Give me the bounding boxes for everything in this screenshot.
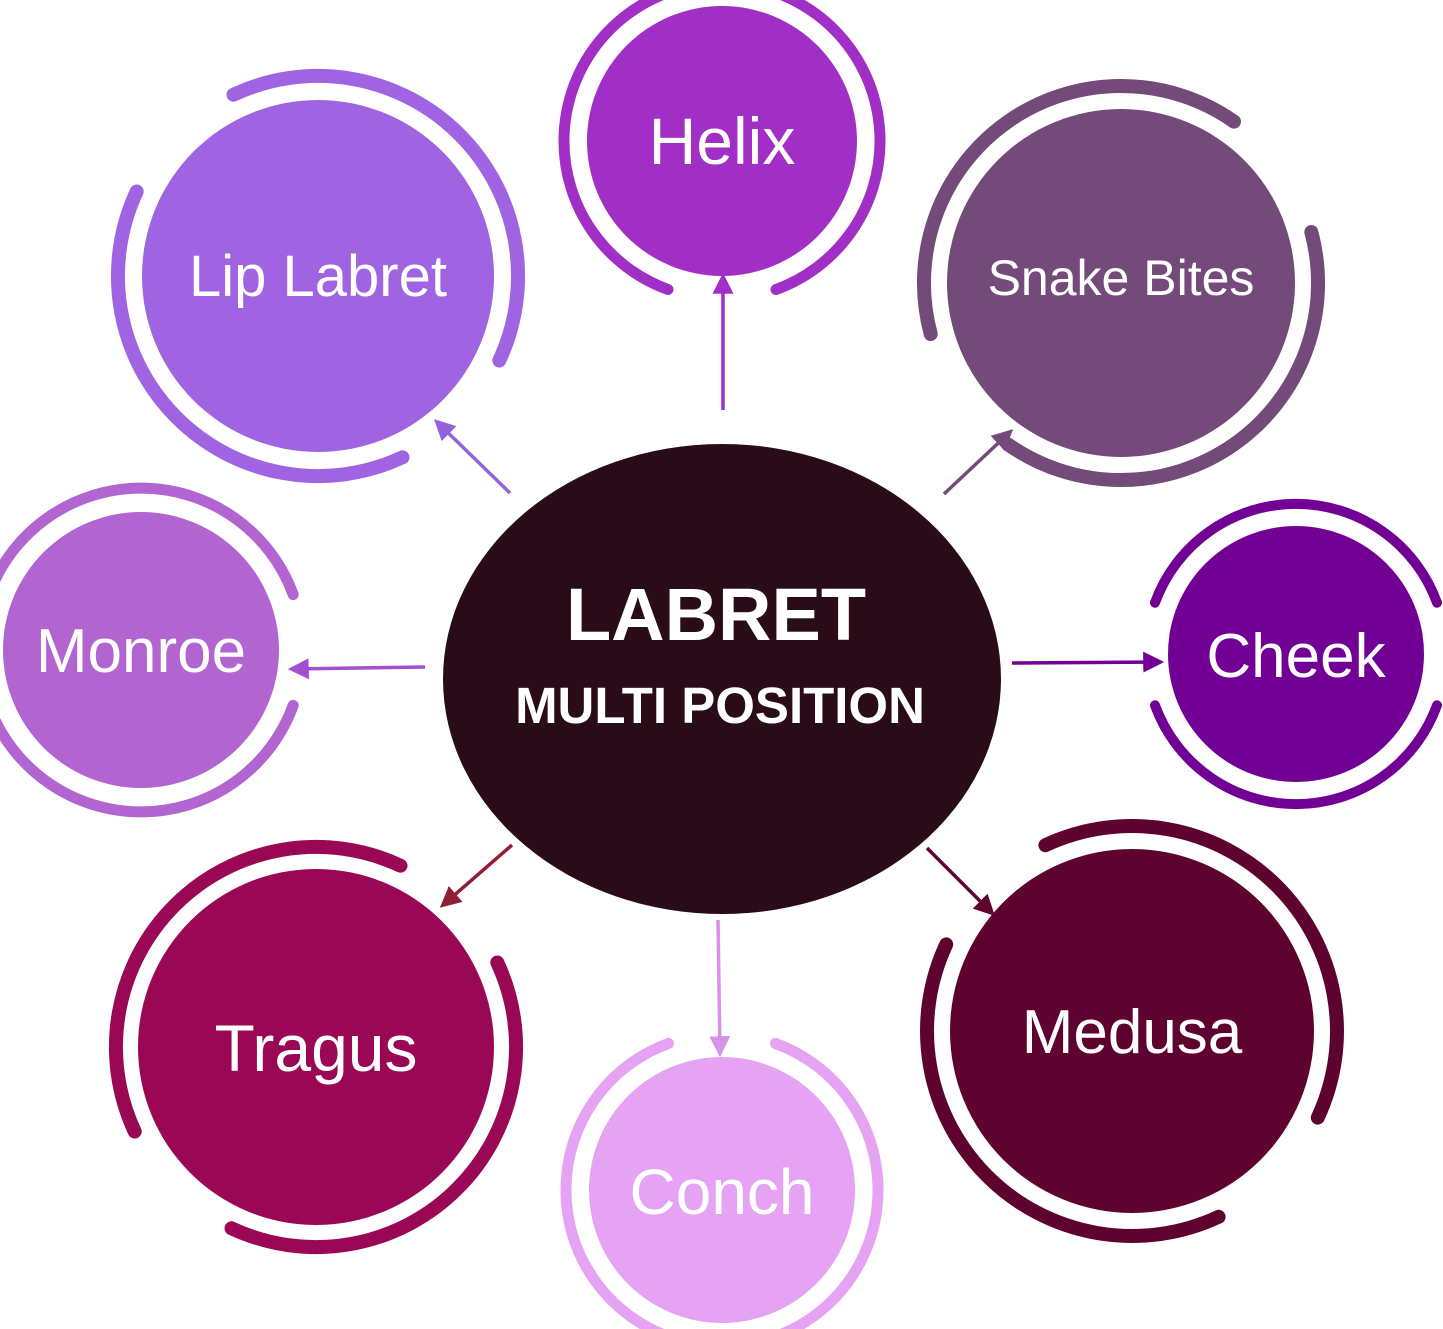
- medusa-node-label: Medusa: [1022, 998, 1243, 1067]
- conch-node-label: Conch: [630, 1156, 815, 1228]
- tragus-node-label: Tragus: [215, 1011, 418, 1085]
- medusa-node-circle: [950, 849, 1314, 1213]
- arrow-to-lip-labret: [433, 419, 512, 495]
- helix-ring-arc-2: [770, 0, 886, 295]
- snake-bites-ring-arc-1: [917, 79, 1241, 341]
- tragus-ring-arc-2: [224, 955, 523, 1254]
- cheek-node-circle: [1168, 526, 1424, 782]
- lip-labret-node-label: Lip Labret: [189, 244, 447, 309]
- arrow-to-snake-bites: [942, 429, 1014, 496]
- arrow-to-monroe: [287, 658, 426, 680]
- lip-labret-ring-arc-2: [226, 69, 525, 368]
- center-hub: LABRET MULTI POSITION: [443, 444, 1001, 914]
- snake-bites-ring-arc-2: [1001, 225, 1325, 487]
- snake-bites-node-circle: [947, 109, 1295, 457]
- lip-labret-node-circle: [142, 100, 494, 452]
- snake-bites-node-label: Snake Bites: [988, 250, 1255, 306]
- center-subtitle: MULTI POSITION: [515, 677, 925, 734]
- center-circle: [443, 444, 1001, 914]
- monroe-ring-arc-2: [0, 699, 299, 818]
- cheek-ring-arc-2: [1150, 700, 1442, 810]
- helix-ring-arc-1: [558, 0, 674, 295]
- conch-node-circle: [589, 1057, 855, 1323]
- helix-node-label: Helix: [649, 104, 796, 178]
- monroe-node-circle: [3, 512, 279, 788]
- monroe-node-label: Monroe: [36, 617, 246, 686]
- monroe-ring-arc-1: [0, 482, 299, 601]
- arrow-to-cheek: [1011, 651, 1165, 673]
- arrow-to-tragus: [439, 843, 514, 908]
- medusa-ring-arc-2: [1038, 819, 1344, 1125]
- tragus-ring-arc-1: [109, 840, 408, 1139]
- arrow-to-medusa: [925, 846, 995, 916]
- lip-labret-ring-arc-1: [111, 184, 410, 483]
- cheek-node-label: Cheek: [1206, 622, 1386, 691]
- conch-ring-arc-2: [769, 1037, 884, 1329]
- center-title: LABRET: [566, 573, 866, 656]
- arrows-layer: [287, 272, 1165, 1058]
- arrow-to-conch: [709, 919, 731, 1058]
- tragus-node-circle: [138, 869, 494, 1225]
- medusa-ring-arc-1: [920, 937, 1226, 1243]
- helix-node-circle: [587, 6, 857, 276]
- cheek-ring-arc-1: [1150, 498, 1442, 608]
- conch-ring-arc-1: [560, 1037, 675, 1329]
